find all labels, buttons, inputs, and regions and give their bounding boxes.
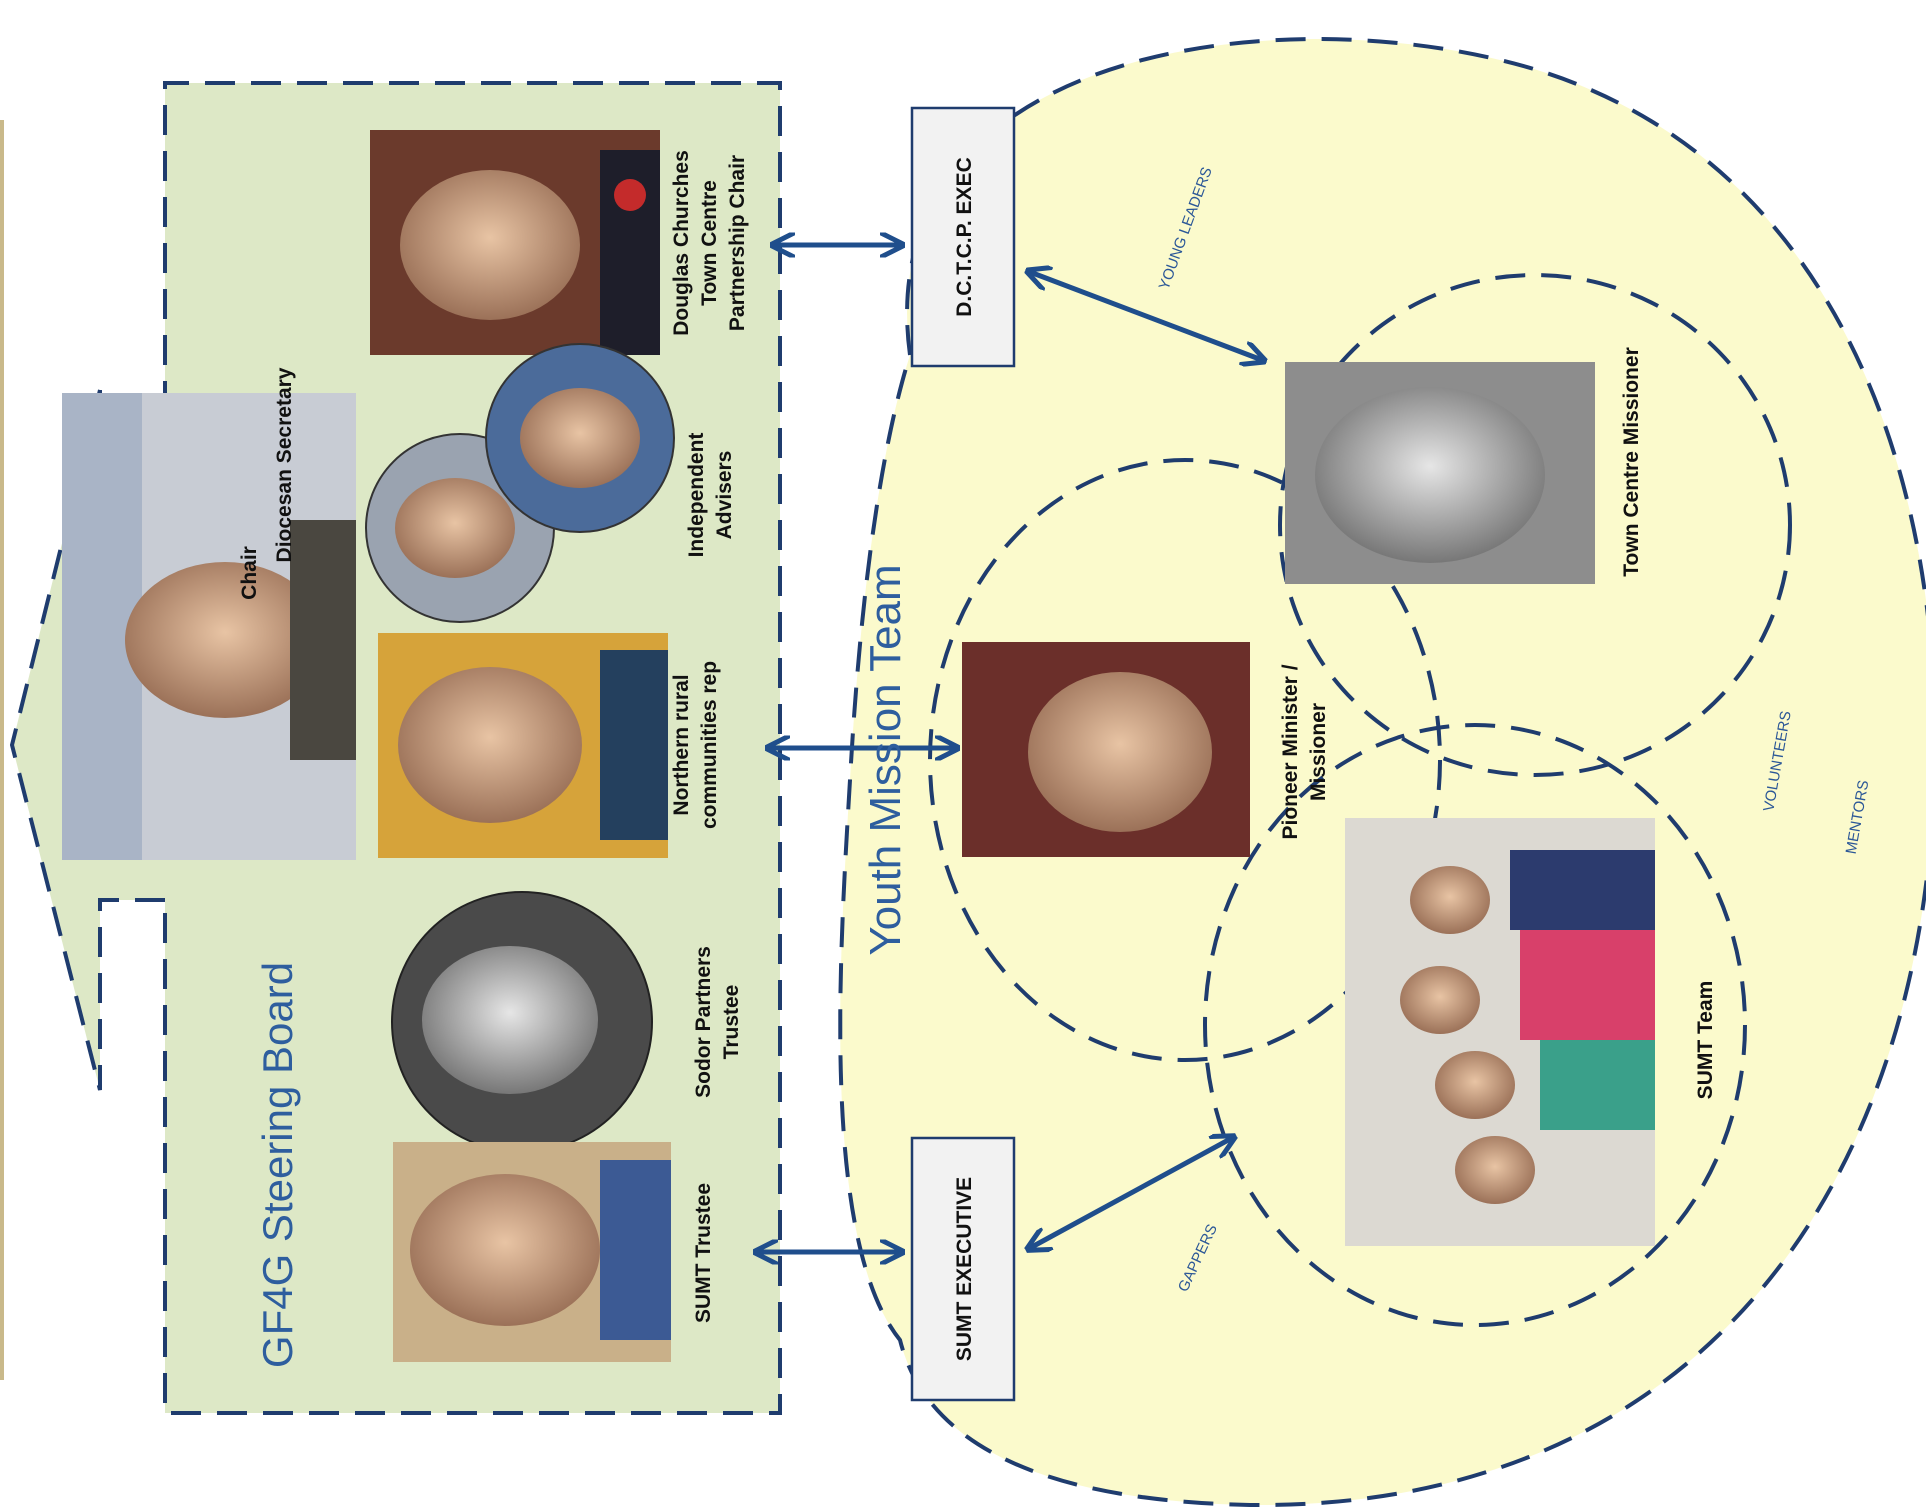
sumt-team-photo xyxy=(1345,818,1655,1246)
sumt-executive-box xyxy=(910,1136,1016,1402)
pioneer-circle xyxy=(928,458,1442,1062)
douglas-label-line1: Douglas Churches xyxy=(670,150,693,336)
sumt-team-circle xyxy=(1203,723,1747,1327)
independent-advisers-label-line1: Independent xyxy=(685,433,708,558)
douglas-partnership-chair-photo xyxy=(370,130,660,355)
dctcp-exec-label: D.C.T.C.P. EXEC xyxy=(953,157,976,317)
douglas-label-line2: Town Centre xyxy=(698,180,721,306)
sumt-executive-label: SUMT EXECUTIVE xyxy=(953,1177,976,1361)
sumt-team-label: SUMT Team xyxy=(1694,981,1717,1100)
chair-photo xyxy=(62,393,356,860)
pioneer-minister-photo xyxy=(962,642,1250,857)
town-centre-missioner-label: Town Centre Missioner xyxy=(1620,347,1643,576)
arrow-sumt-exec-team xyxy=(1030,1138,1232,1248)
northern-rural-label-line2: communities rep xyxy=(698,661,721,829)
steering-board-outline xyxy=(163,81,782,1415)
douglas-label-line3: Partnership Chair xyxy=(726,155,749,331)
independent-advisers-label-line2: Advisers xyxy=(713,451,736,540)
northern-rural-rep-photo xyxy=(378,633,668,858)
town-centre-circle xyxy=(1278,273,1792,777)
sodor-partners-label-line2: Trustee xyxy=(720,985,743,1060)
pioneer-minister-label-line1: Pioneer Minister / xyxy=(1279,664,1302,839)
dctcp-exec-box xyxy=(910,106,1016,368)
sodor-partners-trustee-photo xyxy=(391,891,653,1153)
arrow-dctcp-town-centre xyxy=(1030,272,1262,360)
diocesan-secretary-label: Diocesan Secretary xyxy=(273,367,296,562)
steering-board-title: GF4G Steering Board xyxy=(254,962,301,1368)
town-centre-missioner-photo xyxy=(1285,362,1595,584)
sumt-trustee-photo xyxy=(393,1142,671,1362)
pioneer-minister-label-line2: Missioner xyxy=(1307,703,1330,801)
youth-mission-team-title: Youth Mission Team xyxy=(861,564,910,955)
northern-rural-label-line1: Northern rural xyxy=(670,674,693,815)
chair-label: Chair xyxy=(238,546,261,600)
sodor-partners-label-line1: Sodor Partners xyxy=(692,946,715,1098)
sumt-trustee-label: SUMT Trustee xyxy=(692,1183,715,1323)
independent-advisers-photos xyxy=(365,343,675,623)
